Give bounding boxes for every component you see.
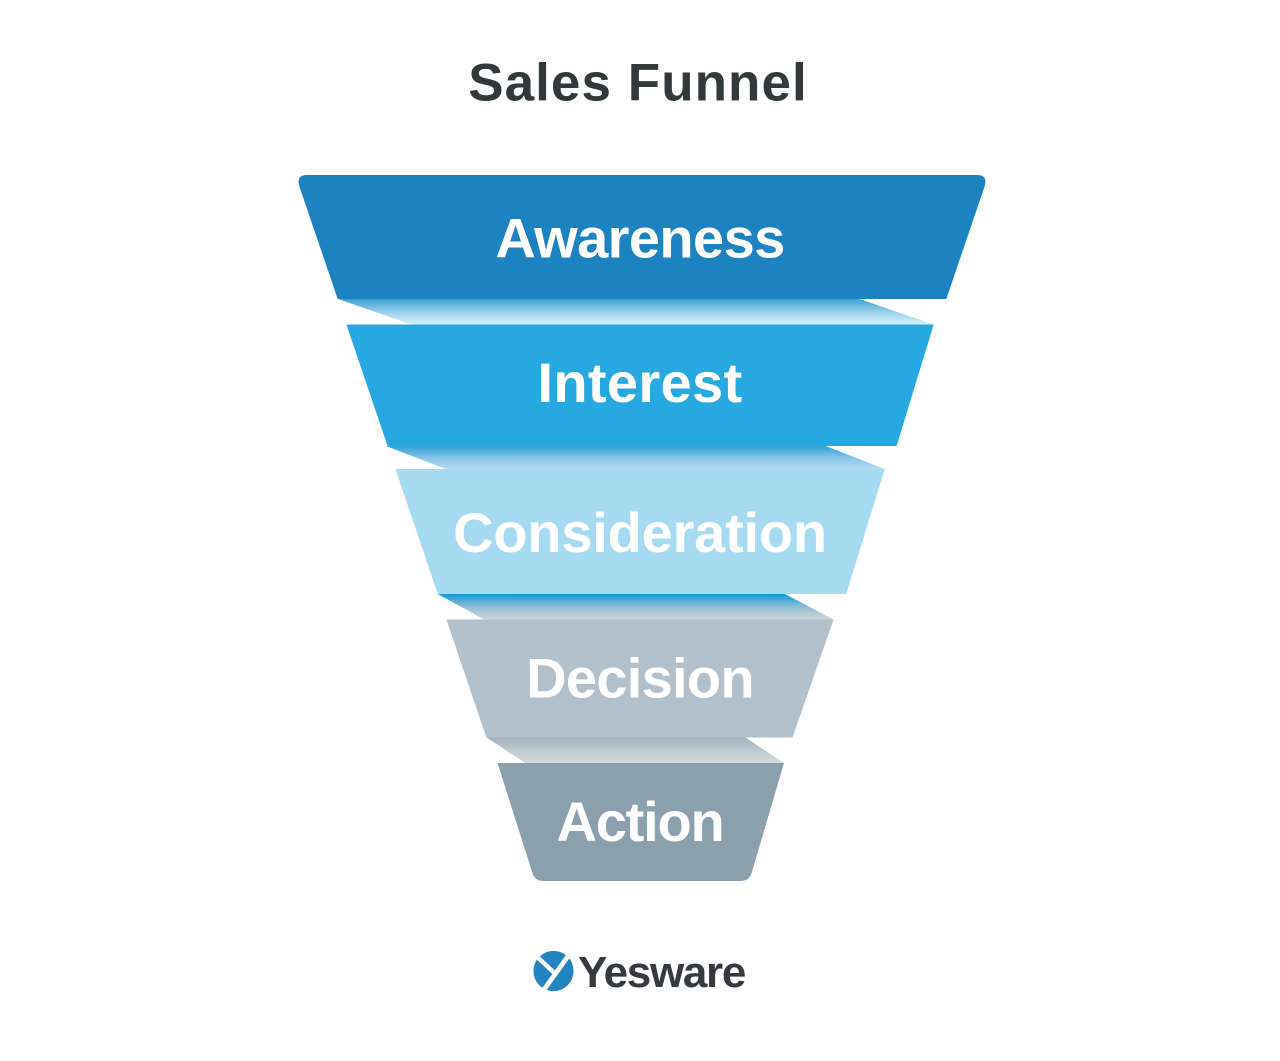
svg-text:Yesware: Yesware xyxy=(578,948,745,997)
svg-text:Decision: Decision xyxy=(526,647,754,710)
svg-text:Awareness: Awareness xyxy=(495,207,784,270)
svg-text:Action: Action xyxy=(556,790,723,853)
svg-text:Consideration: Consideration xyxy=(453,501,827,564)
svg-text:Sales Funnel: Sales Funnel xyxy=(468,54,808,113)
svg-text:Interest: Interest xyxy=(537,351,742,414)
